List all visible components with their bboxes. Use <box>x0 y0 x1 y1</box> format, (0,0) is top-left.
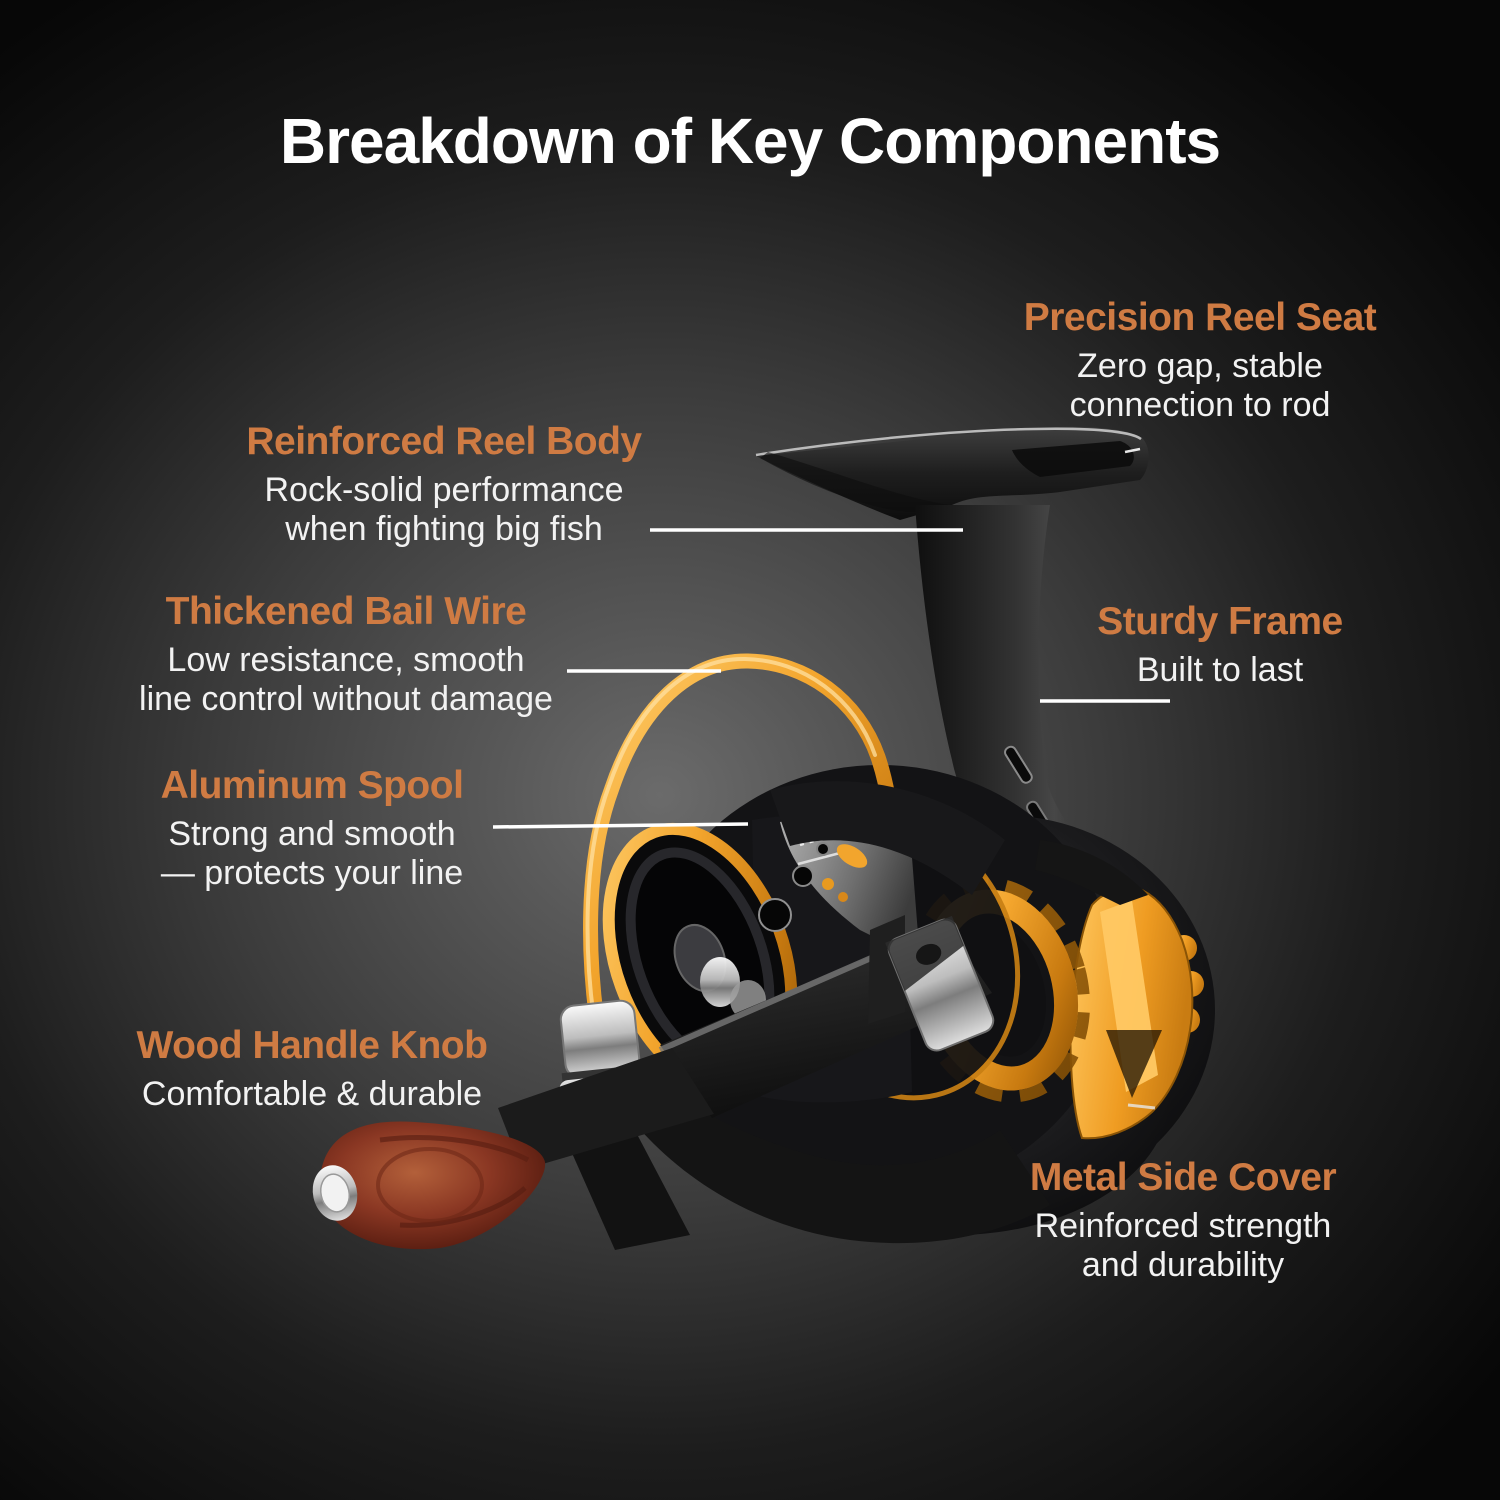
spool-gold-slot <box>836 844 868 868</box>
wood-knob <box>320 1121 546 1250</box>
label-side-cover: Metal Side Cover Reinforced strength and… <box>1029 1156 1337 1286</box>
wood-grain-3 <box>376 1147 484 1223</box>
label-bail-wire-line2: line control without damage <box>139 680 553 719</box>
label-reel-seat-line2: connection to rod <box>1069 386 1331 425</box>
rotor-bottom <box>600 1060 1050 1244</box>
reel-body-group <box>312 426 1215 1250</box>
seat-lip <box>1012 441 1134 477</box>
handle-shaft <box>498 1048 714 1170</box>
label-spool-line1: Strong and smooth <box>168 815 456 853</box>
spool-gold-dot-2 <box>838 892 848 902</box>
label-reel-seat-line1: Zero gap, stable <box>1077 347 1323 385</box>
label-reel-seat: Precision Reel Seat Zero gap, stable con… <box>1024 296 1377 426</box>
label-reel-body-title: Reinforced Reel Body <box>246 420 642 463</box>
callout-lines <box>492 528 1170 829</box>
spool-hole-large <box>758 898 792 932</box>
label-spool-title: Aluminum Spool <box>160 764 464 807</box>
label-side-cover-line2: and durability <box>1081 1246 1285 1285</box>
label-handle-knob-title: Wood Handle Knob <box>136 1024 488 1067</box>
label-sturdy-frame: Sturdy Frame Built to last <box>1097 600 1343 690</box>
bail-wire <box>583 653 900 1056</box>
seat-glint <box>1124 447 1141 454</box>
label-handle-knob-line1: Comfortable & durable <box>141 1075 483 1113</box>
spool-hole-medium <box>792 865 814 887</box>
label-sturdy-frame-line1: Built to last <box>1136 651 1304 689</box>
callout-line-spool <box>492 822 749 829</box>
page-title: Breakdown of Key Components <box>279 105 1221 177</box>
handle-group <box>312 915 995 1250</box>
label-bail-wire: Thickened Bail Wire Low resistance, smoo… <box>139 590 553 720</box>
label-sturdy-frame-title: Sturdy Frame <box>1097 600 1343 643</box>
spool-gold-dot-1 <box>822 878 834 890</box>
line-roller <box>700 957 740 1007</box>
label-handle-knob: Wood Handle Knob Comfortable & durable <box>137 1024 488 1114</box>
gold-side-cover <box>1035 840 1204 1140</box>
spool-hole-small <box>816 842 830 856</box>
label-reel-body-line2: when fighting big fish <box>285 510 603 549</box>
label-reel-body: Reinforced Reel Body Rock-solid performa… <box>246 420 642 550</box>
rotor-arc <box>770 781 1005 895</box>
seat-underside-shadow <box>760 452 950 512</box>
label-bail-wire-title: Thickened Bail Wire <box>165 590 527 633</box>
handle-axle <box>885 915 995 1052</box>
knob-end-cap <box>312 1165 358 1221</box>
label-reel-body-line1: Rock-solid performance <box>264 471 624 509</box>
seat-top-highlight <box>755 427 1142 457</box>
spool-engraving-underline <box>797 851 841 866</box>
label-spool: Aluminum Spool Strong and smooth — prote… <box>161 764 464 894</box>
wood-grain-1 <box>379 1135 530 1163</box>
label-side-cover-title: Metal Side Cover <box>1029 1156 1337 1199</box>
label-reel-seat-title: Precision Reel Seat <box>1023 296 1377 339</box>
wood-grain-2 <box>399 1186 527 1228</box>
label-bail-wire-line1: Low resistance, smooth <box>167 641 525 679</box>
label-spool-line2: — protects your line <box>160 854 464 893</box>
label-side-cover-line1: Reinforced strength <box>1034 1207 1332 1245</box>
